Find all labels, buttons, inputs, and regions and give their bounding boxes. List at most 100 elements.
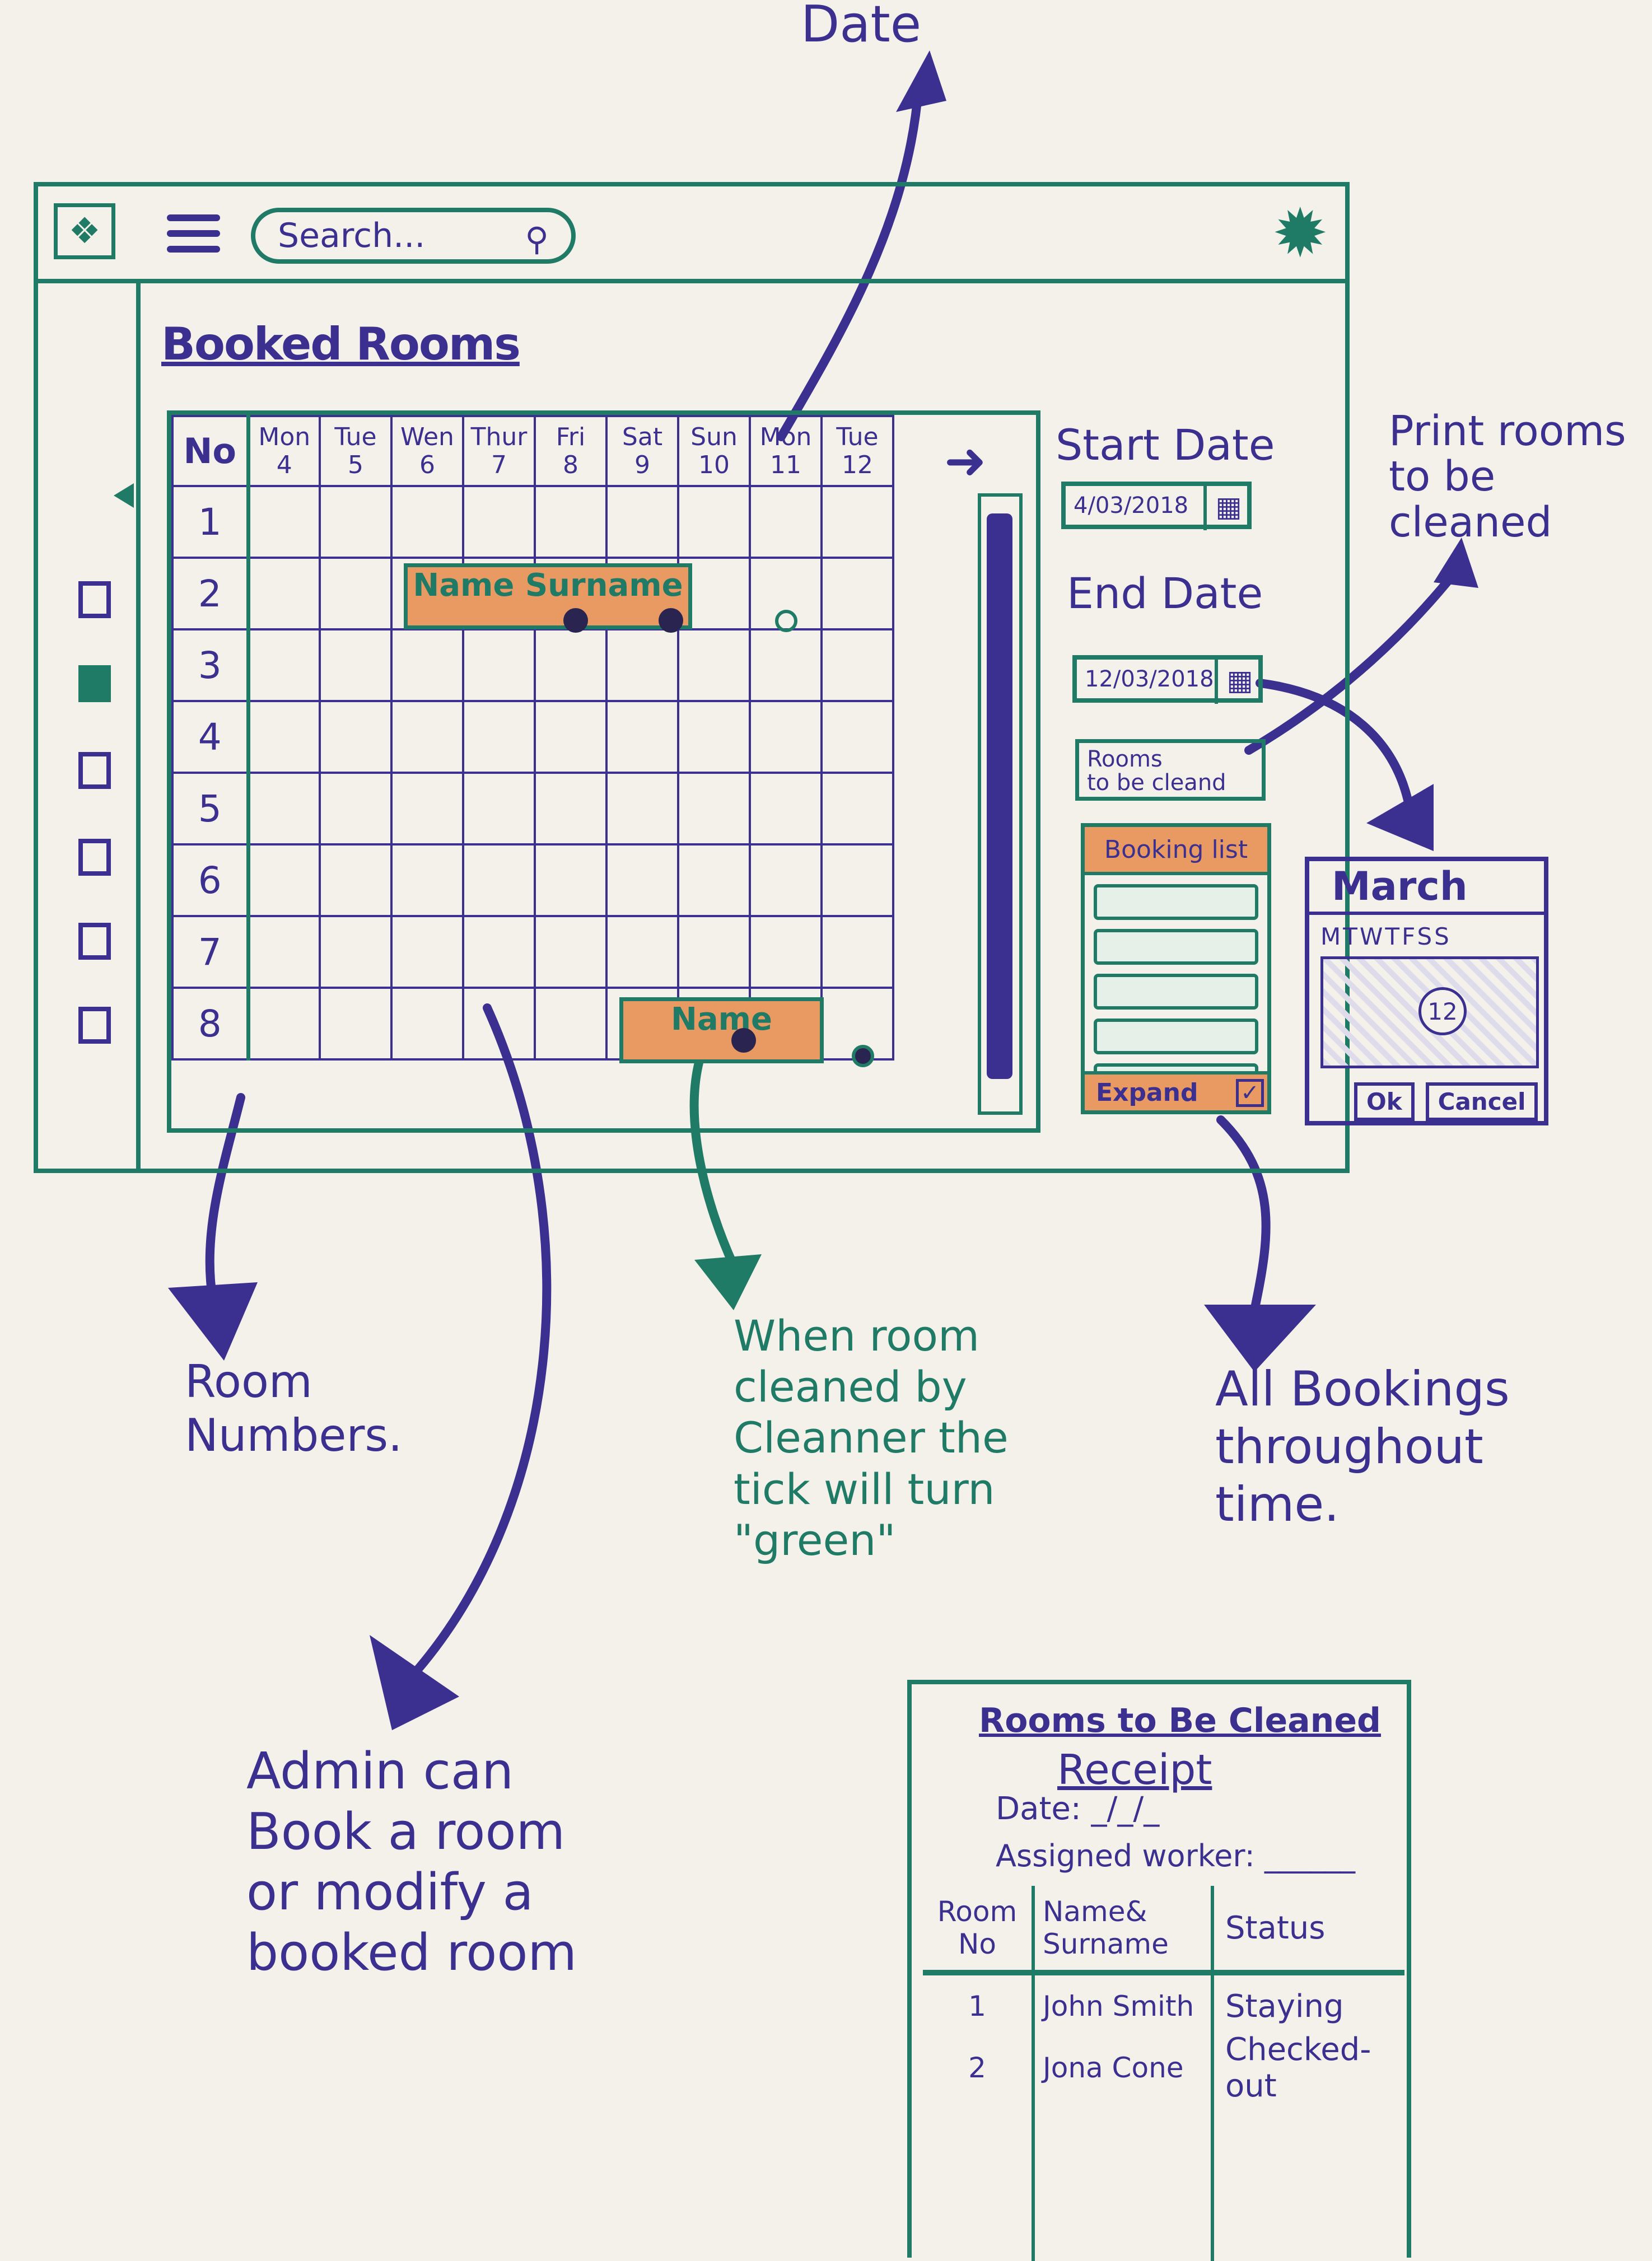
grid-cell[interactable] bbox=[820, 843, 894, 917]
grid-cell[interactable] bbox=[462, 772, 536, 845]
grid-cell[interactable] bbox=[319, 700, 393, 774]
grid-cell[interactable] bbox=[534, 772, 608, 845]
grid-cell[interactable] bbox=[605, 772, 679, 845]
end-date-field[interactable]: 12/03/2018 ▦ bbox=[1072, 655, 1263, 704]
cancel-button[interactable]: Cancel bbox=[1425, 1082, 1538, 1121]
grid-cell[interactable] bbox=[390, 772, 464, 845]
grid-cell[interactable] bbox=[677, 772, 751, 845]
grid-cell[interactable] bbox=[820, 772, 894, 845]
cleaning-tick-icon[interactable] bbox=[731, 1028, 756, 1053]
calendar-icon[interactable]: ▦ bbox=[1203, 483, 1250, 530]
rooms-to-be-cleaned-button[interactable]: Rooms to be cleand bbox=[1075, 739, 1266, 801]
grid-cell[interactable] bbox=[749, 772, 823, 845]
hamburger-menu-icon[interactable] bbox=[167, 214, 220, 254]
grid-cell[interactable] bbox=[247, 485, 321, 559]
grid-cell[interactable] bbox=[749, 485, 823, 559]
grid-cell[interactable] bbox=[534, 987, 608, 1061]
calendar-icon[interactable]: ▦ bbox=[1215, 656, 1262, 704]
grid-cell[interactable] bbox=[749, 915, 823, 989]
list-item[interactable] bbox=[1094, 929, 1258, 965]
sidebar-item-2[interactable] bbox=[78, 665, 111, 702]
booking-block[interactable]: Name Surname bbox=[404, 563, 692, 629]
grid-cell[interactable] bbox=[462, 485, 536, 559]
calendar-selected-day[interactable]: 12 bbox=[1418, 987, 1467, 1035]
cleaning-tick-icon[interactable] bbox=[659, 608, 683, 633]
grid-cell[interactable] bbox=[820, 628, 894, 702]
grid-cell[interactable] bbox=[820, 915, 894, 989]
scrollbar-thumb[interactable] bbox=[987, 513, 1012, 1079]
grid-cell[interactable] bbox=[820, 557, 894, 630]
calendar-days-grid[interactable]: 12 bbox=[1320, 956, 1539, 1068]
grid-cell[interactable] bbox=[605, 628, 679, 702]
sidebar-item-6[interactable] bbox=[78, 1007, 111, 1044]
grid-cell[interactable] bbox=[247, 987, 321, 1061]
booking-block[interactable]: Name bbox=[619, 997, 824, 1063]
grid-cell[interactable] bbox=[749, 700, 823, 774]
grid-cell[interactable] bbox=[247, 915, 321, 989]
grid-cell[interactable] bbox=[319, 485, 393, 559]
grid-cell[interactable] bbox=[534, 700, 608, 774]
ok-button[interactable]: Ok bbox=[1354, 1082, 1415, 1121]
grid-cell[interactable] bbox=[677, 915, 751, 989]
list-item[interactable] bbox=[1094, 884, 1258, 920]
next-week-arrow-icon[interactable]: ➜ bbox=[944, 432, 987, 490]
grid-cell[interactable] bbox=[319, 557, 393, 630]
grid-cell[interactable] bbox=[820, 700, 894, 774]
grid-cell[interactable] bbox=[677, 843, 751, 917]
grid-cell[interactable] bbox=[749, 628, 823, 702]
grid-cell[interactable] bbox=[749, 843, 823, 917]
search-icon[interactable]: ⚲ bbox=[525, 220, 549, 258]
grid-cell[interactable] bbox=[677, 700, 751, 774]
grid-cell[interactable] bbox=[605, 485, 679, 559]
grid-cell[interactable] bbox=[462, 628, 536, 702]
cleaning-tick-empty-icon[interactable] bbox=[852, 1045, 874, 1067]
sidebar-item-5[interactable] bbox=[78, 923, 111, 960]
grid-cell[interactable] bbox=[605, 843, 679, 917]
grid-scrollbar[interactable] bbox=[978, 493, 1023, 1115]
grid-cell[interactable] bbox=[534, 485, 608, 559]
grid-cell[interactable] bbox=[462, 987, 536, 1061]
grid-cell[interactable] bbox=[534, 843, 608, 917]
grid-cell[interactable] bbox=[820, 485, 894, 559]
grid-cell[interactable] bbox=[247, 557, 321, 630]
grid-cell[interactable] bbox=[534, 628, 608, 702]
start-date-field[interactable]: 4/03/2018 ▦ bbox=[1061, 482, 1252, 530]
grid-cell[interactable] bbox=[319, 987, 393, 1061]
grid-cell[interactable] bbox=[677, 485, 751, 559]
expand-check-icon[interactable]: ✓ bbox=[1236, 1079, 1264, 1107]
grid-cell[interactable] bbox=[319, 843, 393, 917]
grid-cell[interactable] bbox=[390, 485, 464, 559]
grid-cell[interactable] bbox=[247, 628, 321, 702]
grid-cell[interactable] bbox=[319, 915, 393, 989]
grid-cell[interactable] bbox=[319, 772, 393, 845]
grid-cell[interactable] bbox=[605, 915, 679, 989]
cleaning-tick-empty-icon[interactable] bbox=[775, 610, 797, 632]
grid-cell[interactable] bbox=[605, 700, 679, 774]
grid-cell[interactable] bbox=[677, 628, 751, 702]
grid-cell[interactable] bbox=[462, 843, 536, 917]
grid-cell[interactable] bbox=[247, 772, 321, 845]
grid-cell[interactable] bbox=[247, 700, 321, 774]
grid-cell[interactable] bbox=[462, 915, 536, 989]
grid-cell[interactable] bbox=[247, 843, 321, 917]
grid-cell[interactable] bbox=[390, 628, 464, 702]
gear-icon[interactable]: ✹ bbox=[1272, 195, 1328, 273]
grid-cell[interactable] bbox=[390, 843, 464, 917]
grid-cell[interactable] bbox=[462, 700, 536, 774]
sidebar-item-1[interactable] bbox=[78, 581, 111, 618]
list-item[interactable] bbox=[1094, 974, 1258, 1010]
grid-cell[interactable] bbox=[319, 628, 393, 702]
cleaning-tick-icon[interactable] bbox=[563, 608, 588, 633]
search-input[interactable]: Search... ⚲ bbox=[251, 208, 576, 264]
grid-cell[interactable] bbox=[534, 915, 608, 989]
grid-cell[interactable] bbox=[390, 915, 464, 989]
